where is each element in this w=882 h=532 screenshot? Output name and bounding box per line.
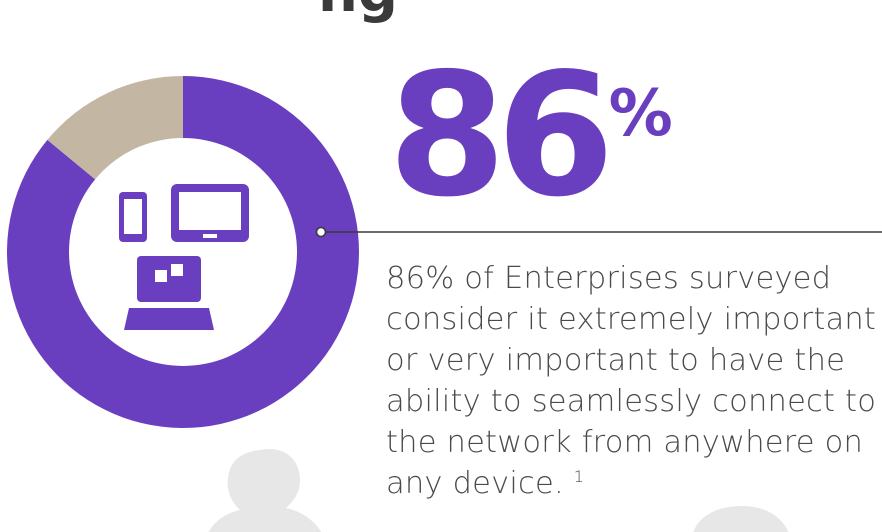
phone-icon — [119, 192, 147, 242]
laptop-icon — [124, 256, 214, 330]
stat-description: 86% of Enterprises surveyed consider it … — [386, 258, 880, 504]
big-stat-unit: % — [608, 77, 673, 151]
cropped-heading: ng — [0, 0, 882, 28]
stat-description-text: 86% of Enterprises surveyed consider it … — [386, 261, 877, 501]
big-stat-value: 86 — [388, 37, 615, 235]
big-stat: 86% — [388, 37, 673, 235]
donut-hole — [69, 138, 297, 366]
footnote-marker: 1 — [573, 466, 585, 486]
donut-chart — [7, 76, 359, 428]
monitor-icon — [171, 184, 249, 242]
cropped-heading-text: ng — [318, 0, 398, 25]
person-silhouette-right — [693, 506, 789, 532]
person-silhouette-left — [208, 449, 322, 532]
